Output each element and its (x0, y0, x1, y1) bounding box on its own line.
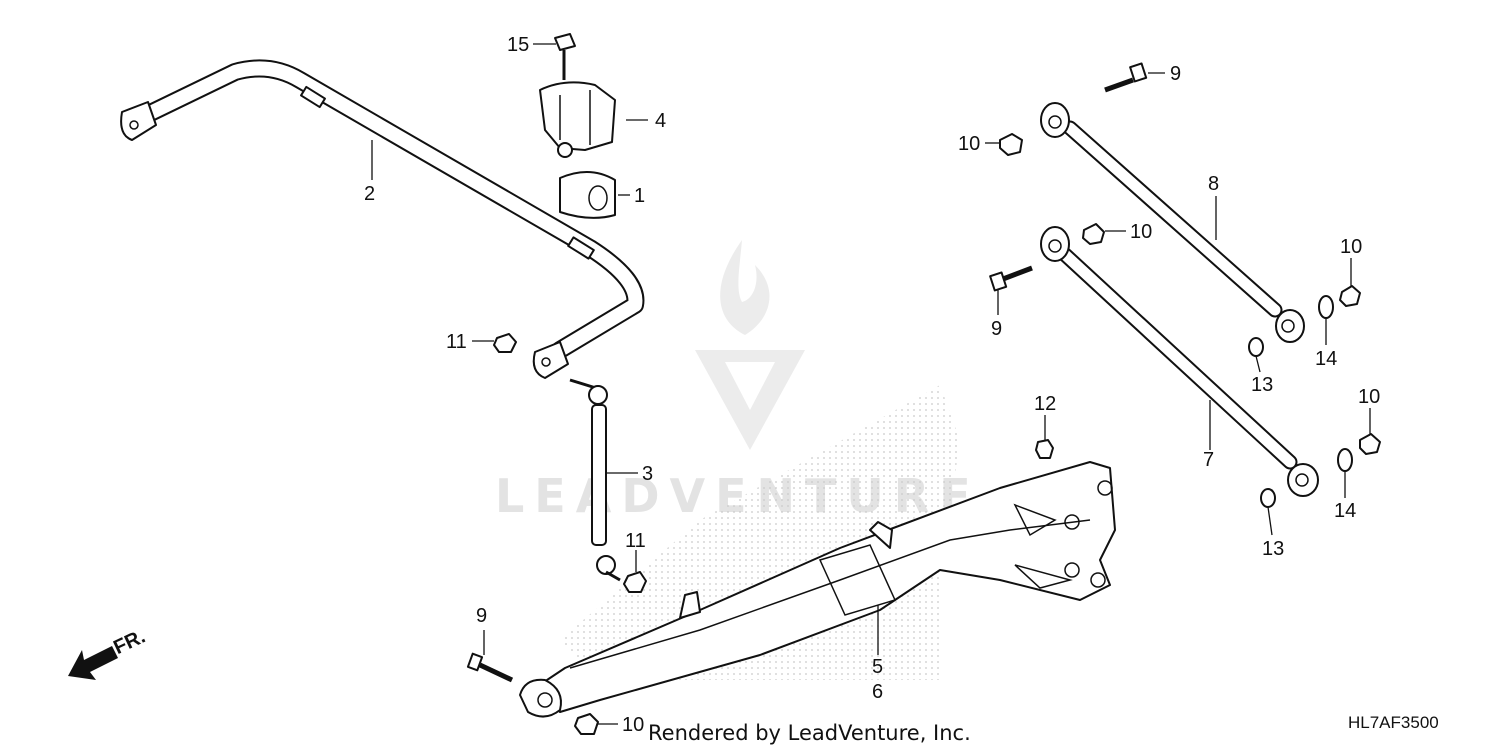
callout-6: 6 (872, 681, 883, 703)
direction-arrow-label: FR. (110, 626, 148, 660)
footer-credit: Rendered by LeadVenture, Inc. (648, 721, 971, 745)
callout-13-lower: 13 (1262, 538, 1284, 560)
callout-9-lower: 9 (991, 318, 1002, 340)
nut-10-upper-left (999, 133, 1023, 156)
direction-arrow-icon (68, 646, 118, 680)
callout-7: 7 (1203, 449, 1214, 471)
callout-3: 3 (642, 463, 653, 485)
nut-10-mid (1082, 223, 1105, 245)
callout-10-swingarm: 10 (622, 714, 644, 736)
callout-8: 8 (1208, 173, 1219, 195)
callout-9-swingarm: 9 (476, 605, 487, 627)
bushing (559, 171, 616, 219)
nut-11-upper (493, 333, 517, 353)
stabilizer-link (569, 378, 621, 582)
callout-1: 1 (634, 185, 645, 207)
stabilizer-bar (120, 59, 645, 379)
bolt-9-swingarm (466, 652, 514, 683)
callout-10-upper-left: 10 (958, 133, 980, 155)
washer-13-lower (1260, 488, 1276, 508)
bolt-9-upper (1104, 62, 1148, 93)
callout-13-upper: 13 (1251, 374, 1273, 396)
nut-10-right-upper (1339, 285, 1361, 307)
callout-4: 4 (655, 110, 666, 132)
callout-10-right-upper: 10 (1340, 236, 1362, 258)
callout-5: 5 (872, 656, 883, 678)
callout-15: 15 (507, 34, 529, 56)
callout-14-lower: 14 (1334, 500, 1356, 522)
callout-14-upper: 14 (1315, 348, 1337, 370)
swingarm (519, 461, 1116, 718)
callouts: 15 4 1 2 11 3 11 9 10 5 6 12 9 10 8 10 9… (364, 34, 1380, 736)
leader-lines (371, 43, 1371, 725)
callout-11-lower: 11 (625, 530, 646, 552)
callout-2: 2 (364, 183, 375, 205)
callout-12: 12 (1034, 393, 1056, 415)
callout-10-mid: 10 (1130, 221, 1152, 243)
direction-arrow: FR. (68, 626, 149, 680)
lower-arm (1040, 226, 1319, 497)
washer-14-lower (1337, 448, 1353, 472)
washer-14-upper (1318, 295, 1334, 319)
bar-holder (539, 81, 616, 158)
watermark-flame-icon (720, 240, 770, 335)
callout-10-right-lower: 10 (1358, 386, 1380, 408)
washer-13-upper (1248, 337, 1264, 357)
diagram-code: HL7AF3500 (1348, 713, 1439, 732)
callout-9-upper: 9 (1170, 63, 1181, 85)
upper-arm (1040, 102, 1305, 343)
nut-10-right-lower (1359, 433, 1381, 455)
nut-11-lower (623, 571, 647, 593)
nut-10-swingarm (574, 713, 599, 735)
callout-11-upper: 11 (446, 331, 467, 353)
flange-bolt-15 (554, 33, 576, 80)
nut-12 (1035, 439, 1054, 459)
watermark-v-icon (695, 350, 805, 450)
bolt-9-lower (989, 265, 1033, 292)
